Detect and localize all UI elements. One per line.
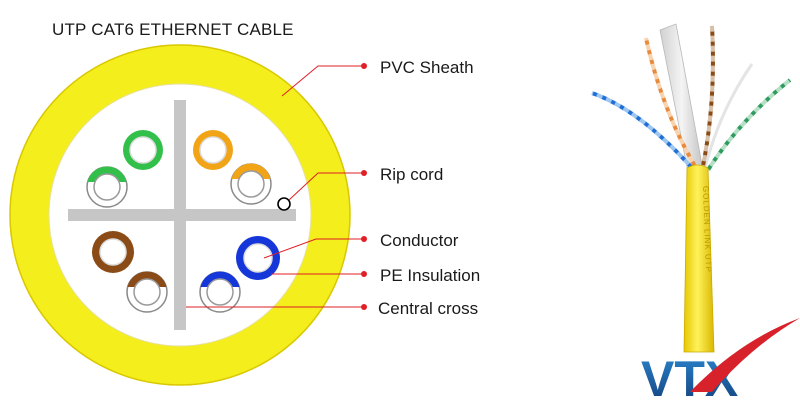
green-twisted-pair xyxy=(706,78,792,172)
blue-conductor-core xyxy=(243,243,273,273)
green-white-core xyxy=(93,173,121,201)
pvc-sheath-dot xyxy=(361,63,367,69)
blue-white-core xyxy=(206,278,234,306)
central-cross-horizontal xyxy=(68,209,296,221)
blue-pair xyxy=(199,236,280,313)
cable-print-text: GOLDEN LINK UTP xyxy=(701,186,713,273)
separator-spline xyxy=(659,23,704,173)
leader-lines xyxy=(186,65,363,308)
brown-white-core xyxy=(133,278,161,306)
vtx-logo-swoosh xyxy=(690,318,800,392)
rip-cord-dot xyxy=(361,170,367,176)
cable-cross-section xyxy=(9,44,351,386)
orange-white-core xyxy=(237,170,265,198)
rip-cord-leader xyxy=(288,172,363,201)
conductor-leader xyxy=(263,238,363,259)
leader-dots xyxy=(361,63,367,310)
pe-insulation-label: PE Insulation xyxy=(380,266,480,285)
rip-cord-label: Rip cord xyxy=(380,165,443,184)
orange-pair xyxy=(193,130,272,205)
pe-insulation-dot xyxy=(361,271,367,277)
conductor-dot xyxy=(361,236,367,242)
green-pair xyxy=(86,130,163,208)
orange-twisted-pair xyxy=(644,37,697,168)
brown-twisted-pair xyxy=(701,25,715,167)
central-cross-label: Central cross xyxy=(378,299,478,318)
conductor-label: Conductor xyxy=(380,231,459,250)
brown-conductor-core xyxy=(99,238,127,266)
central-cross-dot xyxy=(361,304,367,310)
diagram-title: UTP CAT6 ETHERNET CABLE xyxy=(52,20,294,39)
orange-conductor-core xyxy=(199,136,227,164)
cable-jacket xyxy=(683,164,715,353)
cable-illustration: GOLDEN LINK UTP xyxy=(591,23,792,353)
ripcord-strand xyxy=(703,63,754,169)
vtx-logo: VTX xyxy=(641,318,800,400)
brown-pair xyxy=(92,231,168,313)
pvc-sheath-leader xyxy=(281,65,363,97)
green-conductor-core xyxy=(129,136,157,164)
blue-twisted-pair xyxy=(591,91,694,170)
pvc-sheath-label: PVC Sheath xyxy=(380,58,474,77)
rip-cord xyxy=(277,197,291,211)
